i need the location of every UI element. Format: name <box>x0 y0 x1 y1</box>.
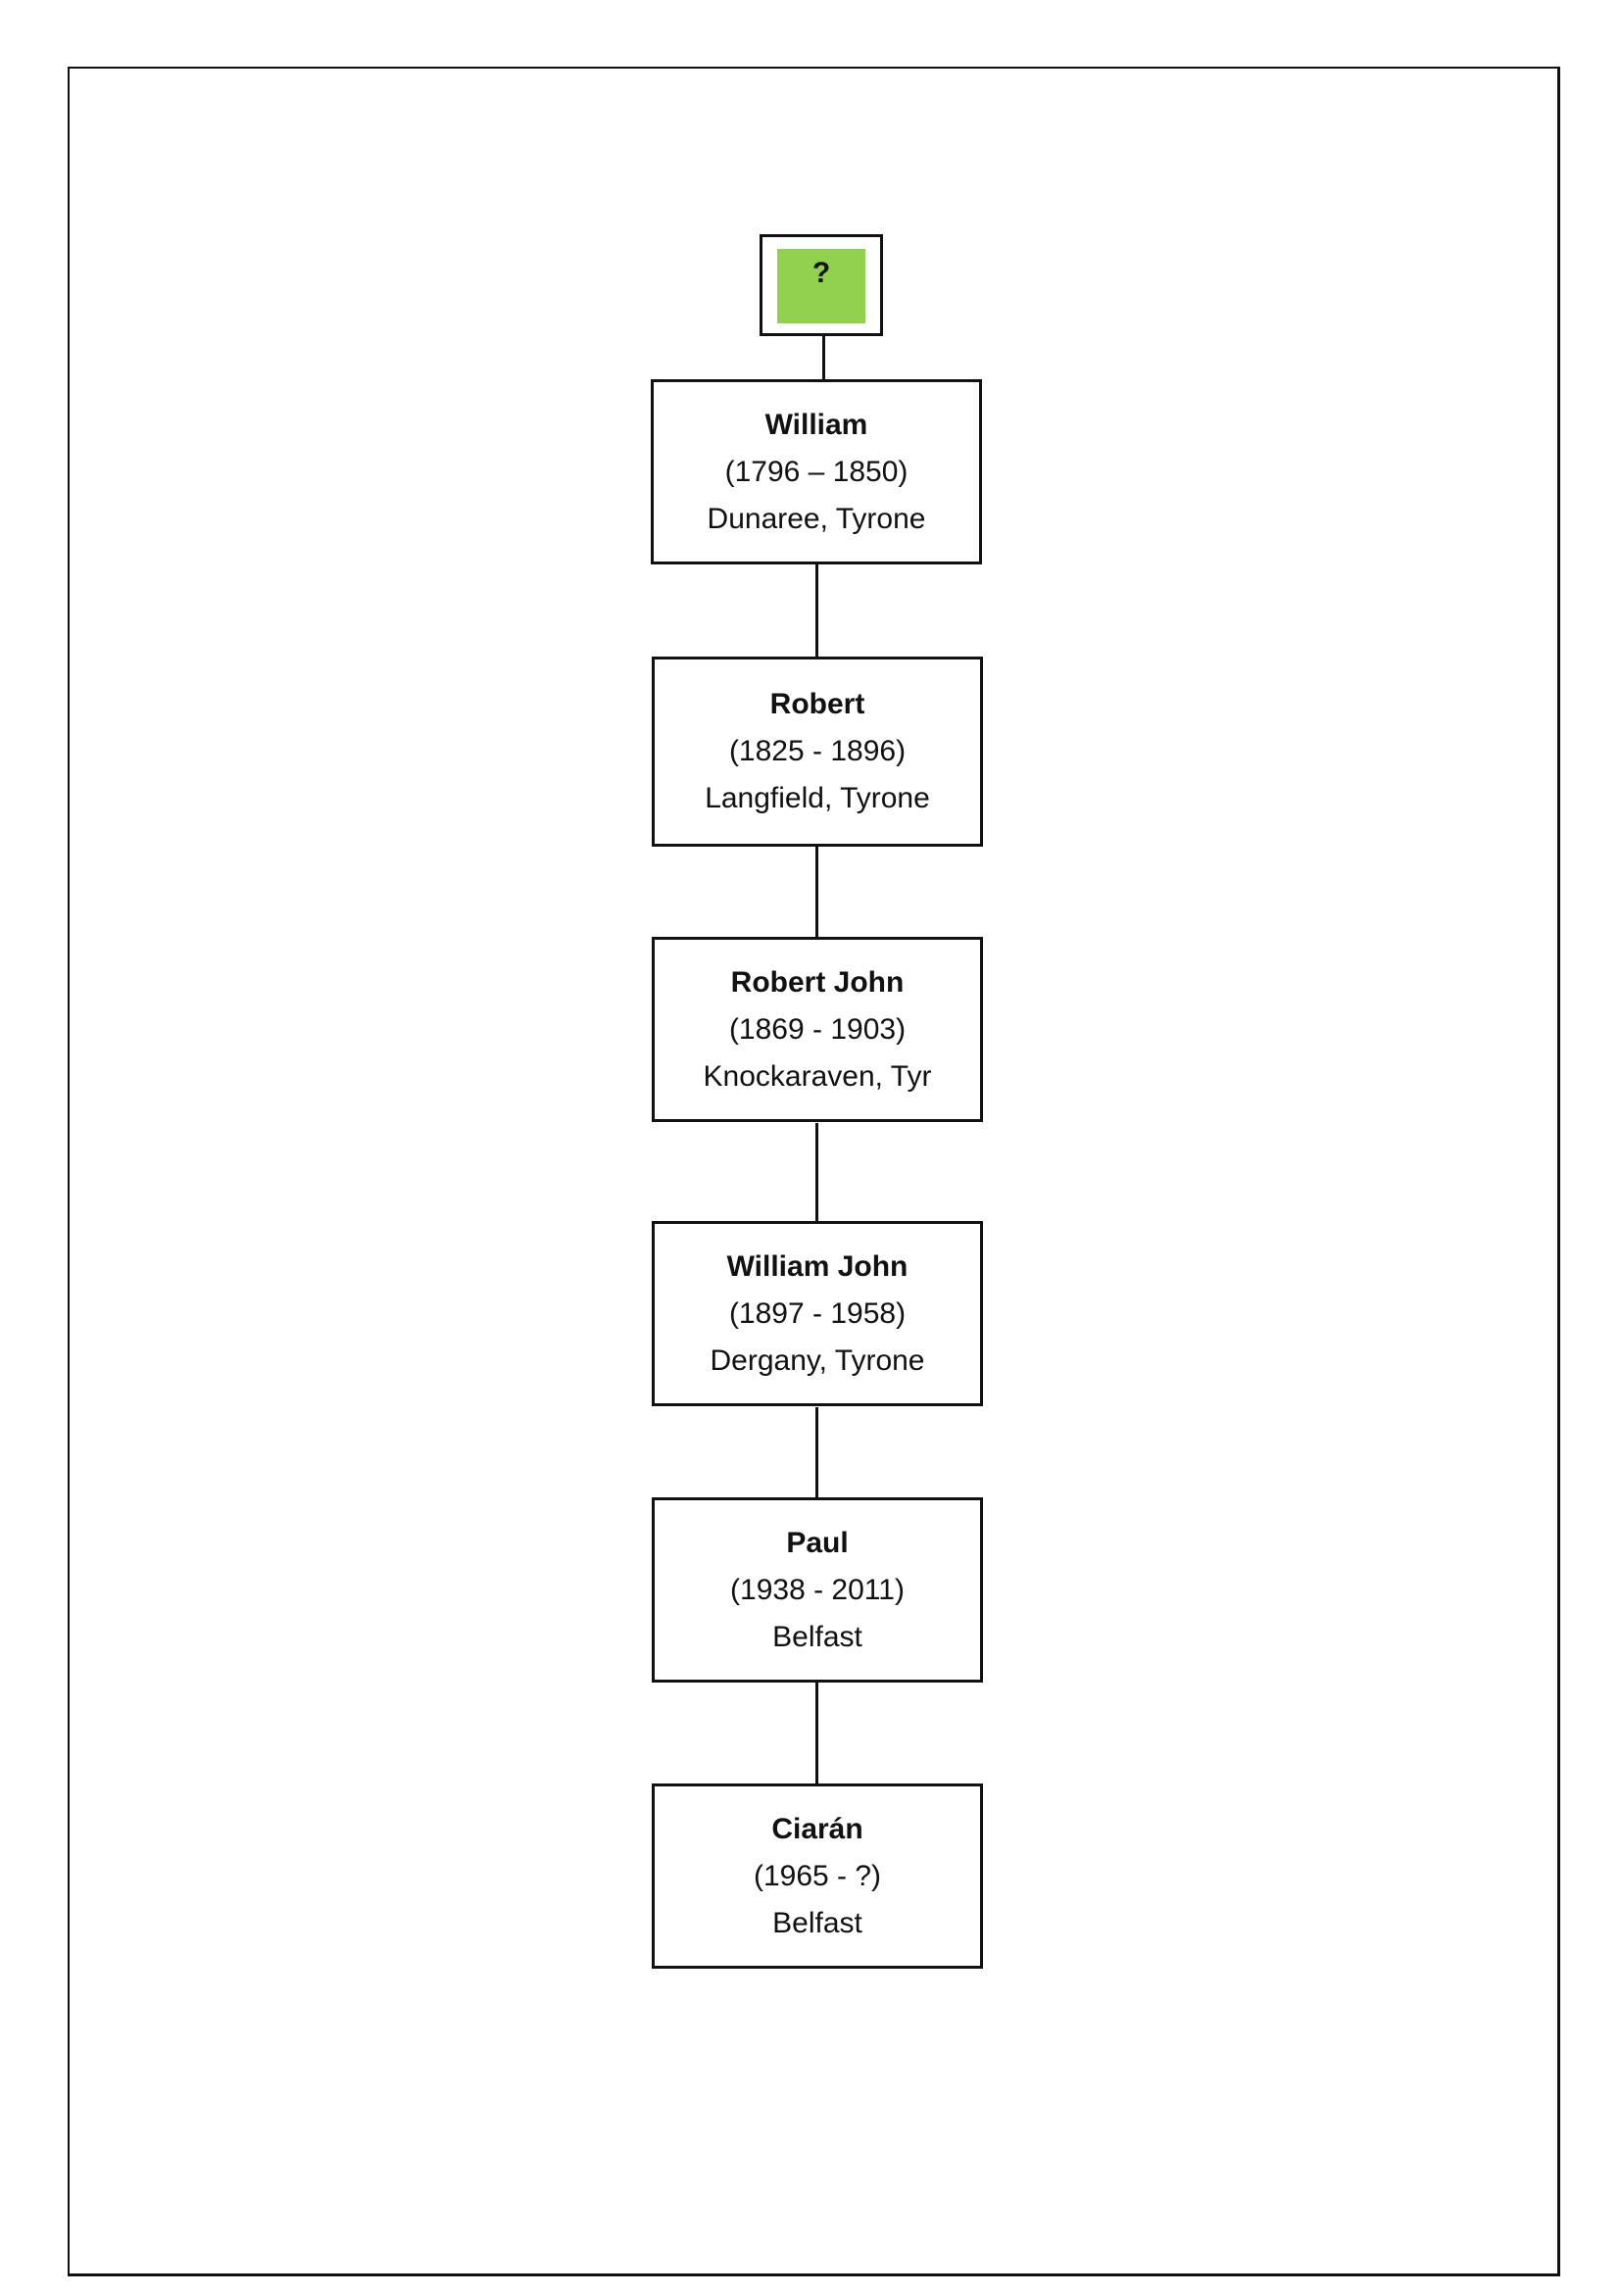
person-box-robert-john: Robert John (1869 - 1903) Knockaraven, T… <box>652 937 983 1122</box>
person-name: William <box>764 408 868 441</box>
person-place: Belfast <box>772 1906 862 1939</box>
person-name: Paul <box>786 1526 849 1559</box>
unknown-ancestor-box: ? <box>760 234 883 336</box>
unknown-ancestor-label: ? <box>811 257 831 289</box>
person-name: Robert <box>769 688 865 720</box>
connector-william-john-paul <box>815 1407 818 1499</box>
person-box-ciaran: Ciarán (1965 - ?) Belfast <box>652 1783 983 1969</box>
person-place: Knockaraven, Tyr <box>703 1059 932 1093</box>
unknown-ancestor-fill: ? <box>777 249 865 323</box>
page-border <box>68 67 1560 2276</box>
connector-root-william <box>822 336 825 380</box>
person-place: Langfield, Tyrone <box>705 782 930 814</box>
connector-robert-robert-john <box>815 845 818 939</box>
person-place: Dergany, Tyrone <box>710 1343 925 1377</box>
person-dates: (1869 - 1903) <box>728 1012 907 1046</box>
connector-paul-ciaran <box>815 1683 818 1785</box>
person-dates: (1796 – 1850) <box>724 455 909 488</box>
person-name: William John <box>726 1249 909 1283</box>
person-box-paul: Paul (1938 - 2011) Belfast <box>652 1497 983 1683</box>
person-dates: (1965 - ?) <box>753 1859 882 1892</box>
person-name: Robert John <box>730 965 905 999</box>
person-box-william: William (1796 – 1850) Dunaree, Tyrone <box>651 379 982 564</box>
person-dates: (1897 - 1958) <box>728 1296 907 1330</box>
connector-robert-john-william-john <box>815 1123 818 1224</box>
person-dates: (1938 - 2011) <box>730 1573 905 1606</box>
person-place: Belfast <box>772 1620 862 1653</box>
connector-william-robert <box>815 563 818 659</box>
person-box-william-john: William John (1897 - 1958) Dergany, Tyro… <box>652 1221 983 1406</box>
person-name: Ciarán <box>771 1812 863 1845</box>
person-dates: (1825 - 1896) <box>728 735 907 767</box>
person-box-robert: Robert (1825 - 1896) Langfield, Tyrone <box>652 657 983 847</box>
person-place: Dunaree, Tyrone <box>707 502 926 535</box>
